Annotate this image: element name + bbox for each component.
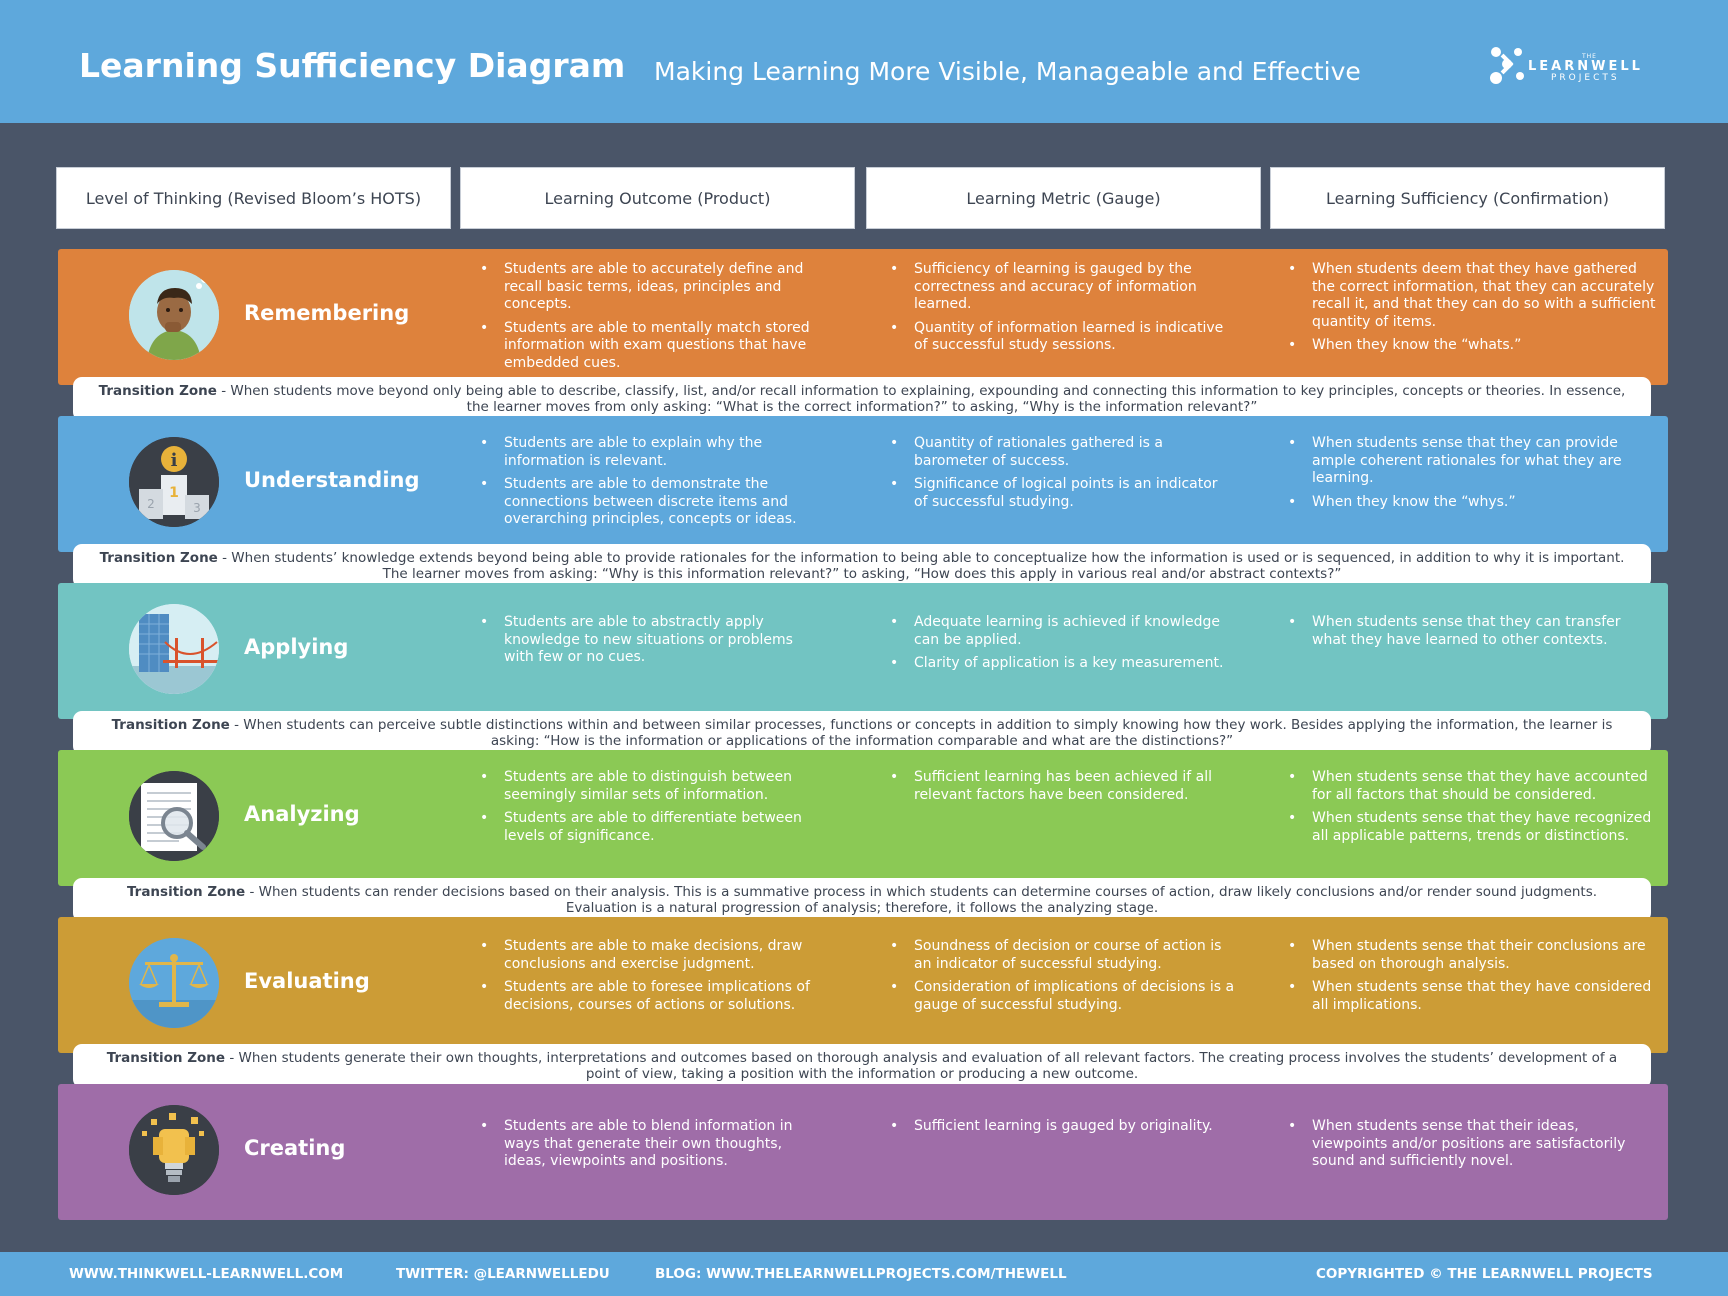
sufficiency-item: When students sense that they can transf… <box>1288 614 1658 649</box>
column-header-level: Level of Thinking (Revised Bloom’s HOTS) <box>56 167 451 229</box>
svg-text:3: 3 <box>193 501 201 515</box>
outcome-item: Students are able to explain why the inf… <box>480 435 825 470</box>
outcome-list-analyzing: Students are able to distinguish between… <box>480 769 825 851</box>
sufficiency-item: When students sense that they have consi… <box>1288 979 1658 1014</box>
level-band-applying: Applying <box>58 583 1668 719</box>
level-name-applying: Applying <box>244 635 349 659</box>
page-subtitle: Making Learning More Visible, Manageable… <box>654 57 1361 86</box>
metric-item: Clarity of application is a key measurem… <box>890 655 1235 673</box>
outcome-list-remembering: Students are able to accurately define a… <box>480 261 825 378</box>
sufficiency-item: When students sense that they have accou… <box>1288 769 1658 804</box>
metric-list-understanding: Quantity of rationales gathered is a bar… <box>890 435 1235 517</box>
metric-item: Quantity of rationales gathered is a bar… <box>890 435 1235 470</box>
level-name-creating: Creating <box>244 1136 346 1160</box>
magnifier-document-icon <box>129 771 219 861</box>
level-name-understanding: Understanding <box>244 468 420 492</box>
column-header-outcome: Learning Outcome (Product) <box>460 167 855 229</box>
svg-text:i: i <box>171 450 178 471</box>
sufficiency-list-analyzing: When students sense that they have accou… <box>1288 769 1658 851</box>
outcome-item: Students are able to abstractly apply kn… <box>480 614 825 667</box>
transition-label: Transition Zone <box>111 717 230 733</box>
transition-zone-1: Transition Zone - When students move bey… <box>73 377 1651 421</box>
learnwell-logo-icon <box>1490 47 1524 84</box>
transition-zone-2: Transition Zone - When students’ knowled… <box>73 544 1651 588</box>
footer-twitter-link[interactable]: TWITTER: @LEARNWELLEDU <box>396 1266 610 1282</box>
outcome-item: Students are able to demonstrate the con… <box>480 476 825 529</box>
transition-zone-3: Transition Zone - When students can perc… <box>73 711 1651 755</box>
sufficiency-list-applying: When students sense that they can transf… <box>1288 614 1658 655</box>
transition-text: - When students move beyond only being a… <box>216 383 1626 415</box>
metric-item: Soundness of decision or course of actio… <box>890 938 1235 973</box>
sufficiency-item: When they know the “whys.” <box>1288 494 1658 512</box>
metric-item: Sufficient learning is gauged by origina… <box>890 1118 1235 1136</box>
podium-info-icon: i 1 2 3 <box>129 437 219 527</box>
outcome-item: Students are able to differentiate betwe… <box>480 810 825 845</box>
transition-text: - When students can perceive subtle dist… <box>229 717 1613 749</box>
level-name-evaluating: Evaluating <box>244 969 370 993</box>
logo-name-text: LEARNWELL <box>1528 59 1643 74</box>
sufficiency-list-creating: When students sense that their ideas, vi… <box>1288 1118 1658 1177</box>
outcome-item: Students are able to make decisions, dra… <box>480 938 825 973</box>
svg-text:1: 1 <box>169 485 179 501</box>
outcome-item: Students are able to mentally match stor… <box>480 320 825 373</box>
thinking-person-icon <box>129 270 219 360</box>
metric-list-evaluating: Soundness of decision or course of actio… <box>890 938 1235 1020</box>
transition-label: Transition Zone <box>99 550 218 566</box>
transition-text: - When students’ knowledge extends beyon… <box>217 550 1625 582</box>
balance-scale-icon <box>129 938 219 1028</box>
outcome-item: Students are able to accurately define a… <box>480 261 825 314</box>
sufficiency-item: When students sense that they have recog… <box>1288 810 1658 845</box>
outcome-item: Students are able to foresee implication… <box>480 979 825 1014</box>
footer-website-link[interactable]: WWW.THINKWELL-LEARNWELL.COM <box>69 1266 344 1282</box>
header-bar <box>0 0 1728 123</box>
transition-zone-4: Transition Zone - When students can rend… <box>73 878 1651 922</box>
sufficiency-item: When students sense that they can provid… <box>1288 435 1658 488</box>
sufficiency-list-remembering: When students deem that they have gather… <box>1288 261 1658 361</box>
sufficiency-item: When students deem that they have gather… <box>1288 261 1658 331</box>
metric-list-analyzing: Sufficient learning has been achieved if… <box>890 769 1235 810</box>
logo-sub-text: PROJECTS <box>1551 73 1620 83</box>
outcome-item: Students are able to distinguish between… <box>480 769 825 804</box>
transition-label: Transition Zone <box>106 1050 226 1066</box>
outcome-list-evaluating: Students are able to make decisions, dra… <box>480 938 825 1020</box>
metric-list-remembering: Sufficiency of learning is gauged by the… <box>890 261 1235 361</box>
footer-blog-link[interactable]: BLOG: WWW.THELEARNWELLPROJECTS.COM/THEWE… <box>655 1266 1067 1282</box>
column-header-metric: Learning Metric (Gauge) <box>866 167 1261 229</box>
footer-bar <box>0 1252 1728 1296</box>
metric-list-applying: Adequate learning is achieved if knowled… <box>890 614 1235 679</box>
metric-item: Sufficient learning has been achieved if… <box>890 769 1235 804</box>
metric-item: Consideration of implications of decisio… <box>890 979 1235 1014</box>
lightbulb-blocks-icon <box>129 1105 219 1195</box>
outcome-list-understanding: Students are able to explain why the inf… <box>480 435 825 535</box>
sufficiency-item: When students sense that their conclusio… <box>1288 938 1658 973</box>
transition-text: - When students can render decisions bas… <box>245 884 1598 916</box>
outcome-list-creating: Students are able to blend information i… <box>480 1118 825 1177</box>
column-header-sufficiency: Learning Sufficiency (Confirmation) <box>1270 167 1665 229</box>
transition-zone-5: Transition Zone - When students generate… <box>73 1044 1651 1088</box>
footer-copyright: COPYRIGHTED © THE LEARNWELL PROJECTS <box>1316 1266 1653 1282</box>
sufficiency-list-understanding: When students sense that they can provid… <box>1288 435 1658 517</box>
metric-item: Sufficiency of learning is gauged by the… <box>890 261 1235 314</box>
sufficiency-list-evaluating: When students sense that their conclusio… <box>1288 938 1658 1020</box>
sufficiency-item: When they know the “whats.” <box>1288 337 1658 355</box>
outcome-item: Students are able to blend information i… <box>480 1118 825 1171</box>
metric-item: Significance of logical points is an ind… <box>890 476 1235 511</box>
sufficiency-item: When students sense that their ideas, vi… <box>1288 1118 1658 1171</box>
transition-label: Transition Zone <box>126 884 246 900</box>
level-name-remembering: Remembering <box>244 301 410 325</box>
svg-text:2: 2 <box>147 497 155 511</box>
logo-the-text: THE <box>1582 53 1597 60</box>
outcome-list-applying: Students are able to abstractly apply kn… <box>480 614 825 673</box>
bridge-building-icon <box>129 604 219 694</box>
transition-label: Transition Zone <box>98 383 217 399</box>
level-name-analyzing: Analyzing <box>244 802 360 826</box>
transition-text: - When students generate their own thoug… <box>225 1050 1618 1082</box>
metric-item: Quantity of information learned is indic… <box>890 320 1235 355</box>
metric-item: Adequate learning is achieved if knowled… <box>890 614 1235 649</box>
metric-list-creating: Sufficient learning is gauged by origina… <box>890 1118 1235 1142</box>
page-title: Learning Sufficiency Diagram <box>79 46 626 85</box>
